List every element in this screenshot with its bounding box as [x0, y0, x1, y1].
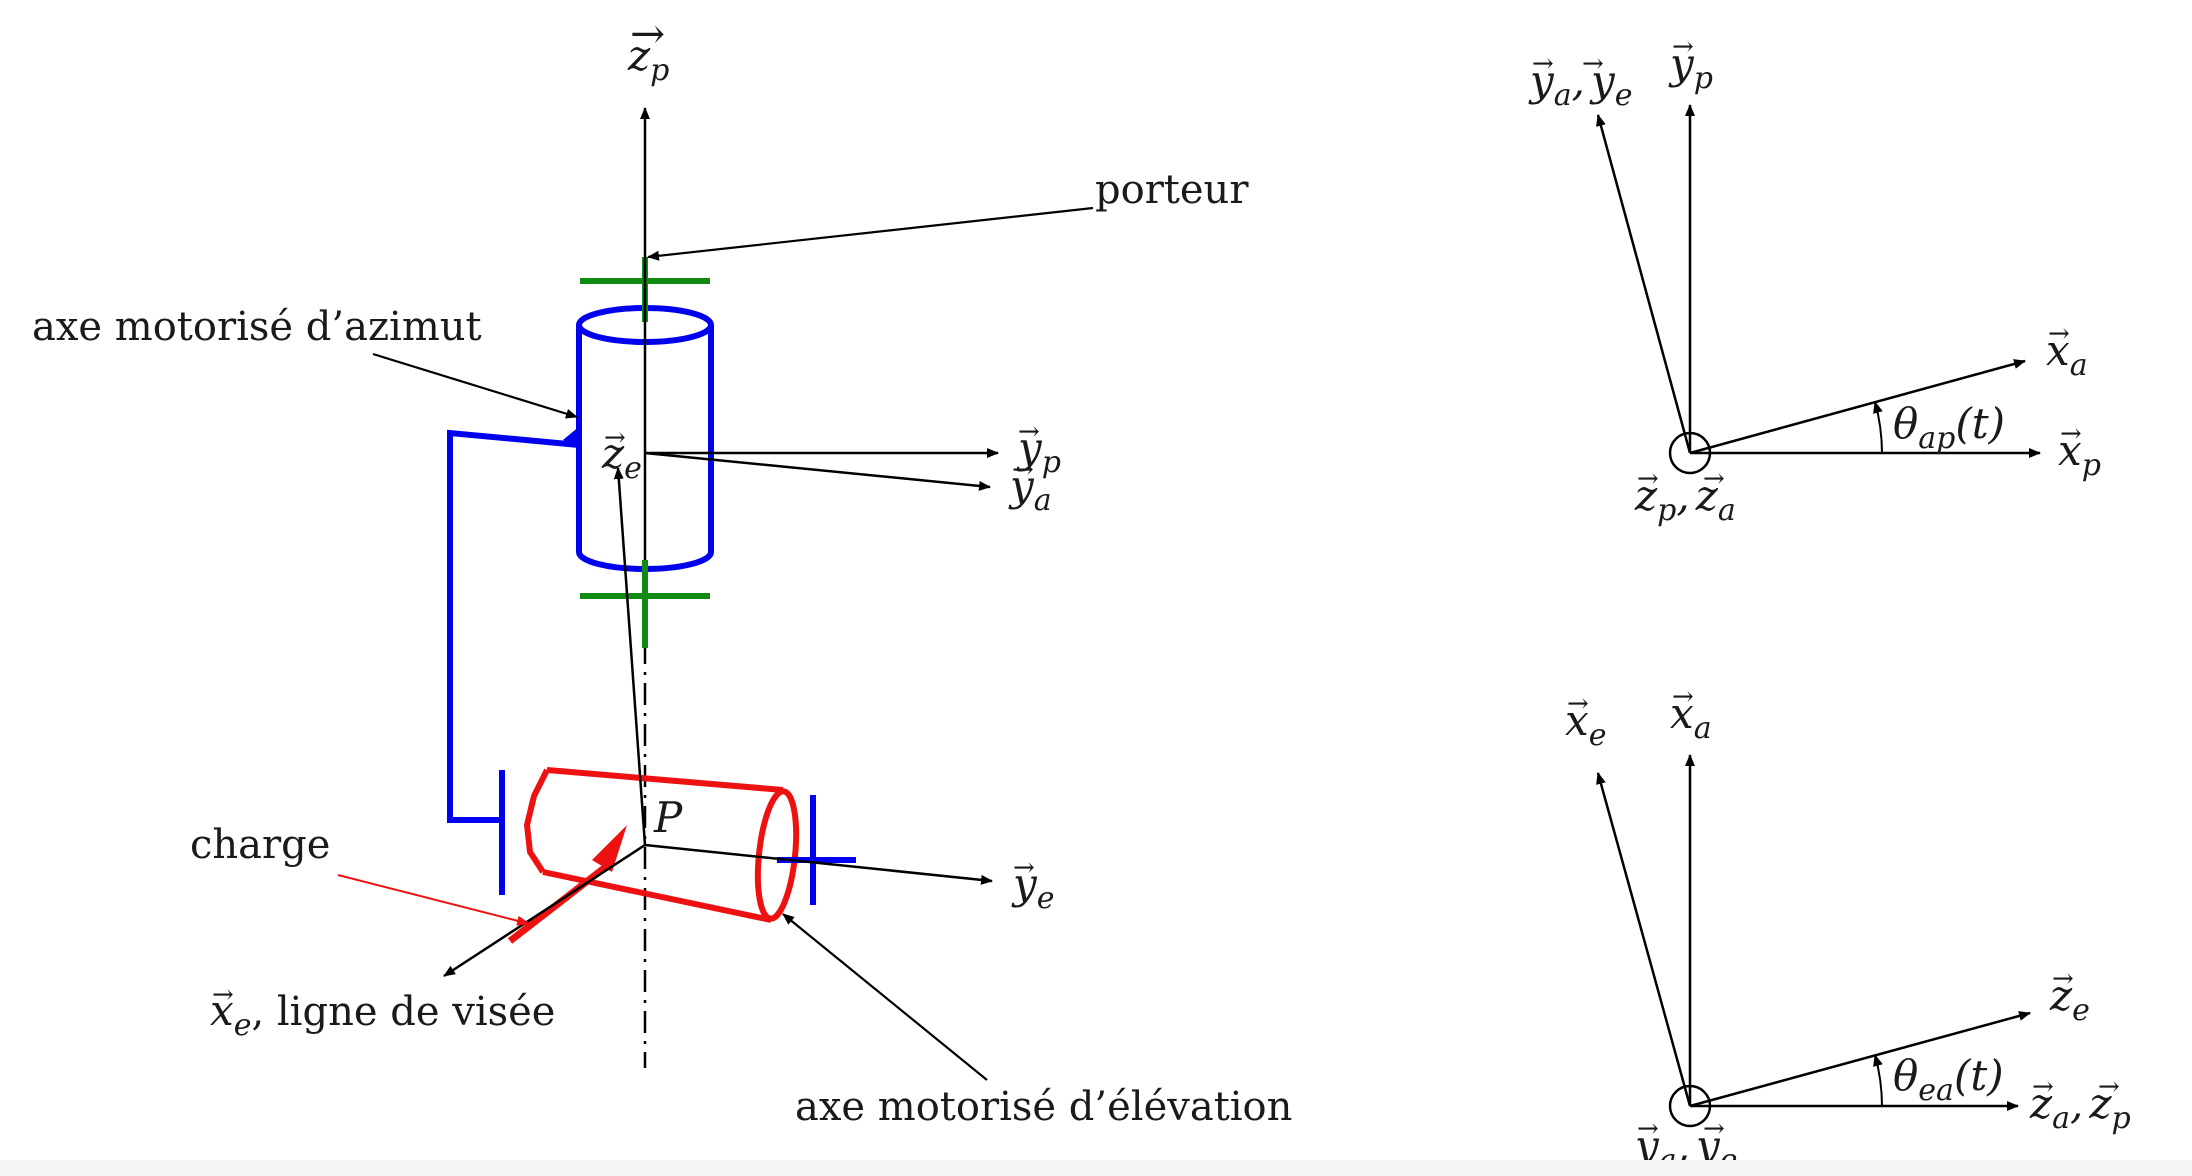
azimut-leader: [372, 352, 578, 419]
xa-frame-arrow: [1689, 359, 2026, 455]
elevation-frame-diagram: [1596, 754, 2031, 1128]
xe-line-of-sight-label: xe, ligne de visée: [210, 986, 555, 1043]
xe-arrow: [443, 843, 646, 978]
xp-frame-label: xp: [2058, 426, 2101, 483]
xe-frame2-arrow: [1596, 772, 1692, 1107]
azimuth-frame-diagram: [1596, 104, 2041, 475]
yp-vecbar: →: [1018, 417, 1040, 447]
theta-ap-label: θap(t): [1893, 399, 2005, 456]
porteur-leader: [647, 206, 1094, 261]
azimuth-bracket: [447, 429, 580, 823]
theta-ea-arc: [1873, 1054, 1883, 1107]
zp-za-frame-label: zp,za: [1634, 471, 1736, 528]
theta-ea-label: θea(t): [1893, 1051, 2004, 1108]
ye-arrow: [644, 843, 993, 885]
mechanism: [337, 107, 1094, 1081]
ze-label: ze: [601, 429, 642, 486]
svg-text:→: →: [2032, 1072, 2054, 1102]
line-of-sight-rod: [507, 859, 615, 944]
xa-frame2-label: xa: [1670, 689, 1712, 746]
charge-leader: [337, 874, 531, 926]
point-p-label: P: [653, 793, 683, 842]
svg-text:→: →: [1672, 682, 1694, 712]
ze-arrow: [613, 467, 647, 846]
vector-overbars: → → → → → → → → → → → → → → →: [1012, 32, 2120, 1144]
ze-vecbar: →: [604, 423, 626, 453]
bottom-strip: [0, 1160, 2192, 1176]
svg-text:→: →: [1567, 689, 1589, 719]
ya-arrow: [644, 451, 991, 491]
svg-text:→: →: [2098, 1072, 2120, 1102]
svg-text:→: →: [1012, 455, 1034, 485]
svg-text:→: →: [1637, 464, 1659, 494]
yp-frame-label: yp: [1668, 39, 1713, 96]
elevation-leader: [782, 913, 988, 1081]
load-cylinder: [523, 767, 800, 923]
yp-label: yp: [1016, 423, 1061, 480]
xe-mech-vecbar: →: [212, 980, 234, 1010]
line-of-sight-tip: [592, 825, 627, 872]
svg-text:→: →: [2060, 419, 2082, 449]
elevation-label: axe motorisé d’élévation: [795, 1084, 1292, 1130]
ye-mech-vecbar: →: [1013, 853, 1035, 883]
xe-frame2-label: xe: [1565, 696, 1606, 753]
ya-ye-frame-arrow: [1596, 114, 1692, 454]
za-zp-frame2-label: za,zp: [2029, 1079, 2131, 1136]
svg-text:→: →: [1532, 49, 1554, 79]
ya-label: ya: [1008, 461, 1052, 518]
svg-text:→: →: [1582, 49, 1604, 79]
theta-ap-arc: [1873, 401, 1883, 454]
xa-frame-label: xa: [2046, 326, 2088, 383]
svg-text:→: →: [1703, 464, 1725, 494]
zp-label: zp: [627, 31, 669, 88]
svg-text:→: →: [2052, 964, 2074, 994]
svg-text:→: →: [1672, 32, 1694, 62]
ya-ye-frame-label: ya,ye: [1528, 56, 1632, 113]
ze-frame2-label: ze: [2049, 971, 2090, 1028]
porteur-label: porteur: [1095, 167, 1249, 213]
ze-frame2-arrow: [1689, 1011, 2031, 1108]
azimut-label: axe motorisé d’azimut: [32, 304, 482, 350]
svg-text:→: →: [1703, 1114, 1725, 1144]
azimuth-bracket-pointer: [563, 425, 581, 448]
svg-text:→: →: [1637, 1114, 1659, 1144]
svg-text:→: →: [2048, 319, 2070, 349]
charge-label: charge: [190, 822, 330, 868]
zp-label-vecbar: →: [630, 9, 665, 58]
ye-label-mech: ye: [1011, 859, 1055, 916]
